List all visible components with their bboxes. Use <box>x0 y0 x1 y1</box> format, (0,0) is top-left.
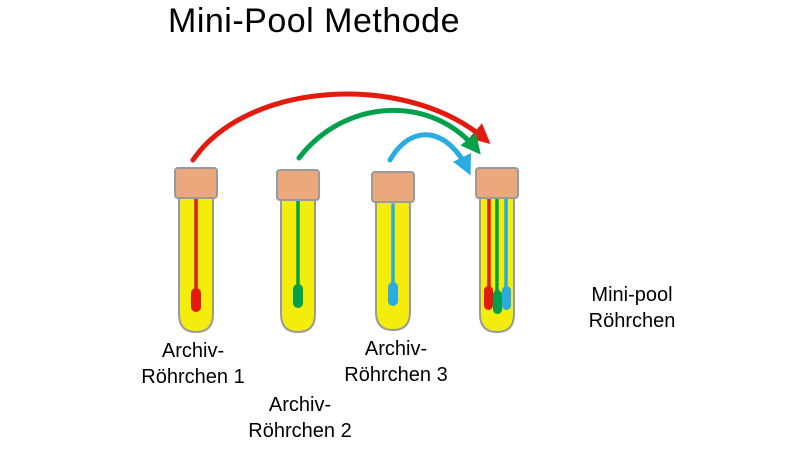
blue-sample-drop <box>388 282 398 306</box>
red-transfer-arrow <box>190 91 491 163</box>
label-line: Archiv- <box>268 394 332 416</box>
green-sample-drop <box>293 284 303 308</box>
tube-cork <box>174 167 218 199</box>
tube-cork <box>276 169 320 201</box>
blue-transfer-arrow <box>387 132 471 176</box>
label-archiv-roehrchen-1: Archiv- Röhrchen 1 <box>141 338 244 390</box>
tube-archiv-3 <box>371 171 415 332</box>
green-sample-drop <box>493 290 502 314</box>
label-archiv-roehrchen-3: Archiv- Röhrchen 3 <box>344 336 447 388</box>
label-line: Mini-pool <box>591 284 673 306</box>
label-line: Röhrchen 2 <box>248 420 352 442</box>
tube-minipool <box>475 167 519 334</box>
label-line: Röhrchen 3 <box>344 364 448 386</box>
tube-archiv-1 <box>174 167 218 334</box>
red-sample-drop <box>191 288 201 312</box>
blue-sample-drop <box>502 286 511 310</box>
label-line: Archiv- <box>161 340 225 362</box>
tube-archiv-2 <box>276 169 320 334</box>
green-transfer-arrow <box>296 108 481 161</box>
red-sample-drop <box>484 286 493 310</box>
label-archiv-roehrchen-2: Archiv- Röhrchen 2 <box>248 392 351 444</box>
diagram-title: Mini-Pool Methode <box>168 2 460 40</box>
label-line: Röhrchen 1 <box>141 366 245 388</box>
label-minipool-roehrchen: Mini-pool Röhrchen <box>589 282 676 334</box>
tube-cork <box>371 171 415 203</box>
label-line: Röhrchen <box>588 310 676 332</box>
label-line: Archiv- <box>364 338 428 360</box>
tube-cork <box>475 167 519 199</box>
